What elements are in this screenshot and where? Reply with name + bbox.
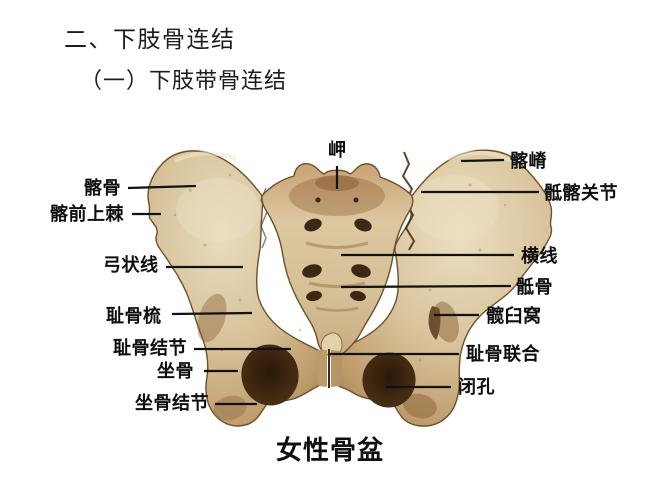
label-obturator-foramen: 闭孔 [458,377,495,397]
label-ischial-tuberosity: 坐骨结节 [135,393,209,413]
label-arcuate-line: 弓状线 [103,255,159,275]
label-ilium: 髂骨 [84,178,121,198]
label-sacroiliac-joint: 骶髂关节 [544,183,618,203]
leader-sacrum [340,284,512,289]
label-sacrum: 骶骨 [516,277,553,297]
left-obturator-foramen-shape [241,344,299,406]
transverse-ridge-3 [315,306,359,312]
page-subtitle: （一）下肢带骨连结 [80,68,288,93]
right-acetabulum-shading [433,301,459,343]
label-iliac-crest: 髂嵴 [510,151,547,171]
leader-ilium [127,184,197,190]
figure-caption: 女性骨盆 [275,435,384,465]
label-transverse-lines: 横线 [521,246,558,266]
label-ischium: 坐骨 [157,361,194,381]
label-anterior-superior-iliac-spine: 髂前上棘 [50,204,124,224]
label-acetabular-fossa: 髋臼窝 [486,306,542,326]
sacral-foramina [302,197,372,302]
leader-iliac-crest [460,158,505,163]
label-promontory: 岬 [328,140,347,160]
left-ischial-tuberosity-shading [213,395,247,421]
label-pubic-symphysis: 耻骨联合 [466,344,540,364]
leader-lines [127,158,539,406]
right-iliac-fossa-highlight [411,175,499,241]
left-iliac-crest-highlight [174,151,237,163]
right-ischial-tuberosity-shading [403,393,437,419]
left-acetabulum-shading [197,293,227,343]
page-title: 二、下肢骨连结 [64,27,236,52]
promontory-shading [289,176,385,216]
transverse-ridge-1 [305,241,369,249]
right-iliac-crest-highlight [447,150,513,163]
label-pubic-tubercle: 耻骨结节 [113,338,187,358]
sacrum-shape [261,162,414,357]
leader-pecten-pubis [171,311,253,316]
transverse-ridge-2 [308,281,366,288]
left-hip-bone [147,150,325,427]
left-iliac-fossa-highlight [176,178,260,242]
bone-texture [173,173,507,362]
pubic-symphysis-shape [315,349,343,388]
label-pecten-pubis: 耻骨梳 [106,306,162,326]
